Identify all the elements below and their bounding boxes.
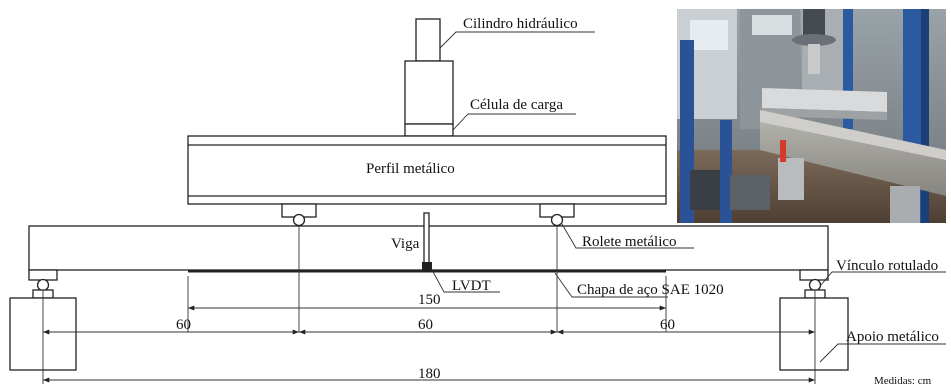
callouts: Cilindro hidráulico Célula de carga Perf… [366, 16, 946, 387]
load-cell [404, 123, 454, 137]
label-beam: Viga [391, 236, 420, 252]
dimension-segments: 60 60 60 [43, 317, 815, 335]
dimension-right-value: 60 [660, 317, 675, 333]
lvdt-sensor [422, 212, 432, 270]
label-units: Medidas: cm [874, 375, 932, 387]
label-load-cell: Célula de carga [470, 97, 563, 113]
label-lvdt: LVDT [452, 278, 491, 294]
label-support: Apoio metálico [846, 329, 939, 345]
pin-right [799, 269, 829, 299]
support-right [779, 297, 849, 371]
dimension-inner-span: 150 [188, 292, 666, 311]
label-plate: Chapa de aço SAE 1020 [577, 282, 724, 298]
roller-right [539, 203, 575, 227]
lab-photo [677, 9, 946, 223]
extension-lines [42, 226, 816, 384]
label-pin: Vínculo rotulado [836, 258, 938, 274]
dimension-inner-value: 150 [418, 292, 441, 308]
hydraulic-cylinder [404, 18, 454, 125]
steel-plate [188, 270, 666, 273]
steel-profile-beam [187, 135, 667, 205]
dimension-total-value: 180 [418, 366, 441, 382]
roller-left [281, 203, 317, 227]
dimension-left-value: 60 [176, 317, 191, 333]
label-steel-profile: Perfil metálico [366, 161, 455, 177]
label-roller: Rolete metálico [582, 234, 677, 250]
dimension-total-span: 180 [43, 366, 815, 383]
label-cylinder: Cilindro hidráulico [463, 16, 578, 32]
dimension-middle-value: 60 [418, 317, 433, 333]
